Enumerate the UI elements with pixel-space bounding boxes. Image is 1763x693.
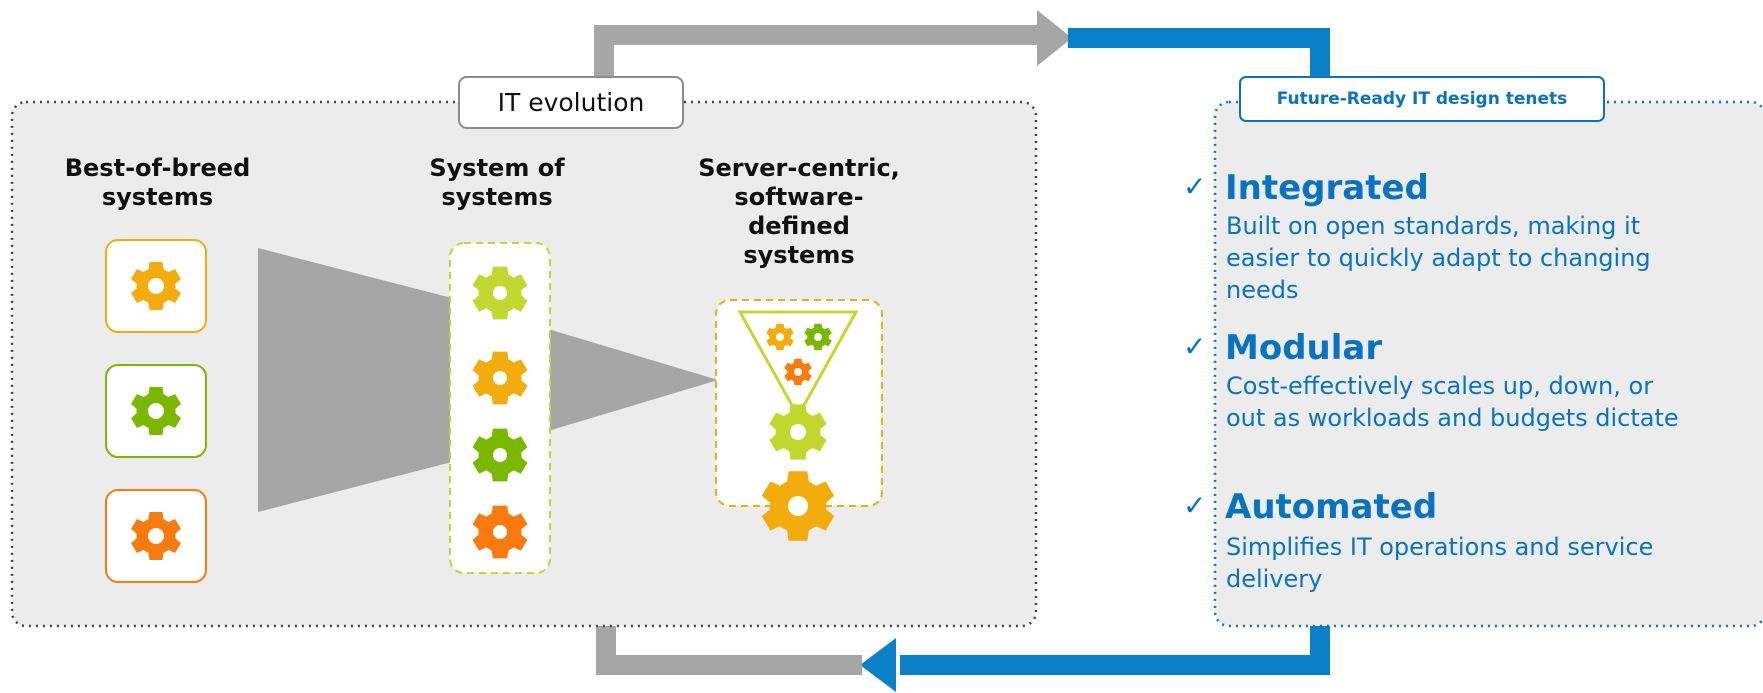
column-title-system-of-systems: System of systems bbox=[429, 154, 565, 211]
tenet-title-modular: Modular bbox=[1225, 328, 1383, 368]
bottom-blue-arrow-segment bbox=[900, 625, 1330, 675]
tenet-description-integrated: Built on open standards, making it easie… bbox=[1226, 212, 1651, 304]
tenet-description-modular: Cost-effectively scales up, down, or out… bbox=[1226, 372, 1679, 432]
system-of-systems-box bbox=[449, 242, 551, 574]
it-evolution-label: IT evolution bbox=[458, 76, 684, 129]
bottom-arrow-head bbox=[860, 638, 896, 692]
checkmark-icon: ✓ bbox=[1183, 330, 1207, 363]
software-defined-box bbox=[715, 299, 883, 507]
top-arrow-head bbox=[1037, 10, 1072, 66]
left-funnel-shape bbox=[258, 248, 452, 512]
tenet-description-automated: Simplifies IT operations and service del… bbox=[1226, 533, 1654, 593]
design-tenets-label: Future-Ready IT design tenets bbox=[1239, 76, 1605, 122]
bottom-gray-arrow-segment bbox=[596, 625, 862, 675]
funnel-icon bbox=[737, 310, 859, 420]
column-title-best-of-breed: Best-of-breed systems bbox=[64, 154, 251, 211]
middle-funnel-shape bbox=[548, 329, 718, 431]
tenet-title-automated: Automated bbox=[1225, 487, 1438, 527]
checkmark-icon: ✓ bbox=[1183, 489, 1207, 522]
column-title-software-defined: Server-centric, software- defined system… bbox=[698, 154, 900, 269]
checkmark-icon: ✓ bbox=[1183, 170, 1207, 203]
tenet-title-integrated: Integrated bbox=[1225, 168, 1429, 208]
